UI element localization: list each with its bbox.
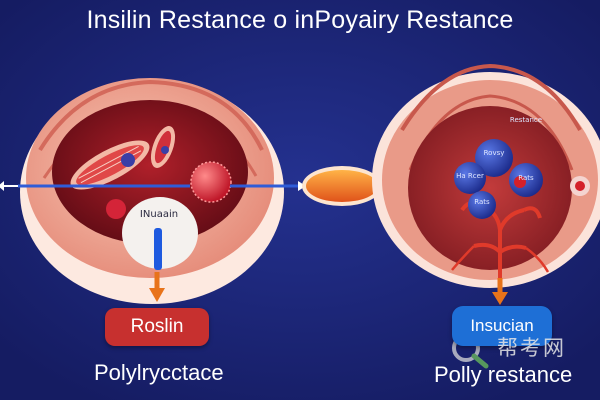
right-label-badge: Insucian: [452, 306, 552, 346]
right-organ: [372, 63, 600, 305]
cell-label: Rats: [518, 174, 534, 182]
left-organ: [20, 78, 284, 304]
cell-label: Rovsy: [483, 149, 505, 157]
left-label-badge: Roslin: [105, 308, 209, 346]
center-oval: [302, 166, 382, 206]
cell-label: Restance: [509, 116, 543, 124]
left-caption: Polylrycctace: [94, 360, 224, 385]
cell-label: Rats: [474, 198, 490, 206]
right-caption: Polly restance: [434, 362, 573, 387]
left-organ-label: INuaain: [139, 209, 179, 220]
cell-label: Ha Rcer: [456, 172, 484, 180]
diagram-title: Insilin Restance o inPoyairy Restance: [86, 6, 514, 34]
watermark-text: 帮考网: [497, 336, 566, 360]
